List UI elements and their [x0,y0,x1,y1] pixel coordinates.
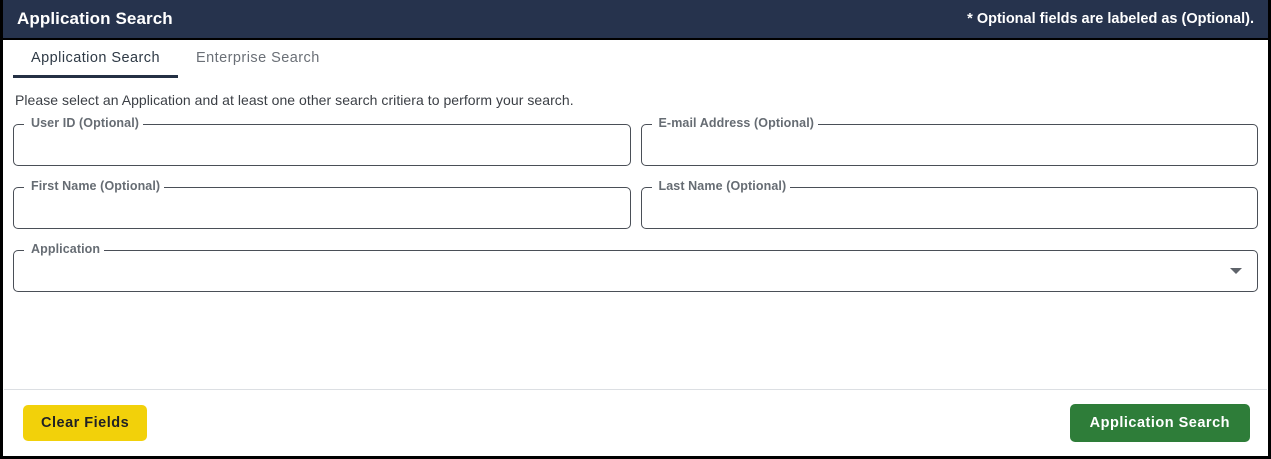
chevron-down-icon[interactable] [1230,268,1242,274]
page-title: Application Search [17,9,173,28]
form-row-2: First Name (Optional) Last Name (Optiona… [13,179,1258,229]
field-last-name: Last Name (Optional) [640,179,1258,229]
tab-application-search-label: Application Search [31,49,161,66]
tab-application-search[interactable]: Application Search [13,40,179,78]
field-email: E-mail Address (Optional) [640,116,1258,166]
application-select[interactable] [13,250,1258,292]
form-row-3: Application [13,242,1258,292]
user-id-input[interactable] [13,124,631,166]
email-input[interactable] [640,124,1258,166]
form-content: Please select an Application and at leas… [3,78,1268,389]
search-form: User ID (Optional) E-mail Address (Optio… [13,108,1258,292]
field-first-name: First Name (Optional) [13,179,631,229]
instructions-text: Please select an Application and at leas… [15,92,574,108]
application-search-button[interactable]: Application Search [1069,404,1250,442]
tab-enterprise-search-label: Enterprise Search [196,49,320,66]
clear-fields-button[interactable]: Clear Fields [23,405,148,441]
tab-enterprise-search[interactable]: Enterprise Search [178,40,338,78]
last-name-input[interactable] [640,187,1258,229]
app-header-bar: Application Search * Optional fields are… [3,0,1268,40]
first-name-input[interactable] [13,187,631,229]
footer-divider [4,389,1267,390]
field-user-id: User ID (Optional) [13,116,631,166]
footer-actions: Clear Fields Application Search [3,390,1268,456]
form-row-1: User ID (Optional) E-mail Address (Optio… [13,116,1258,166]
tab-bar: Application Search Enterprise Search [3,40,1268,78]
optional-fields-note: * Optional fields are labeled as (Option… [967,11,1254,27]
field-application: Application [13,242,1258,292]
